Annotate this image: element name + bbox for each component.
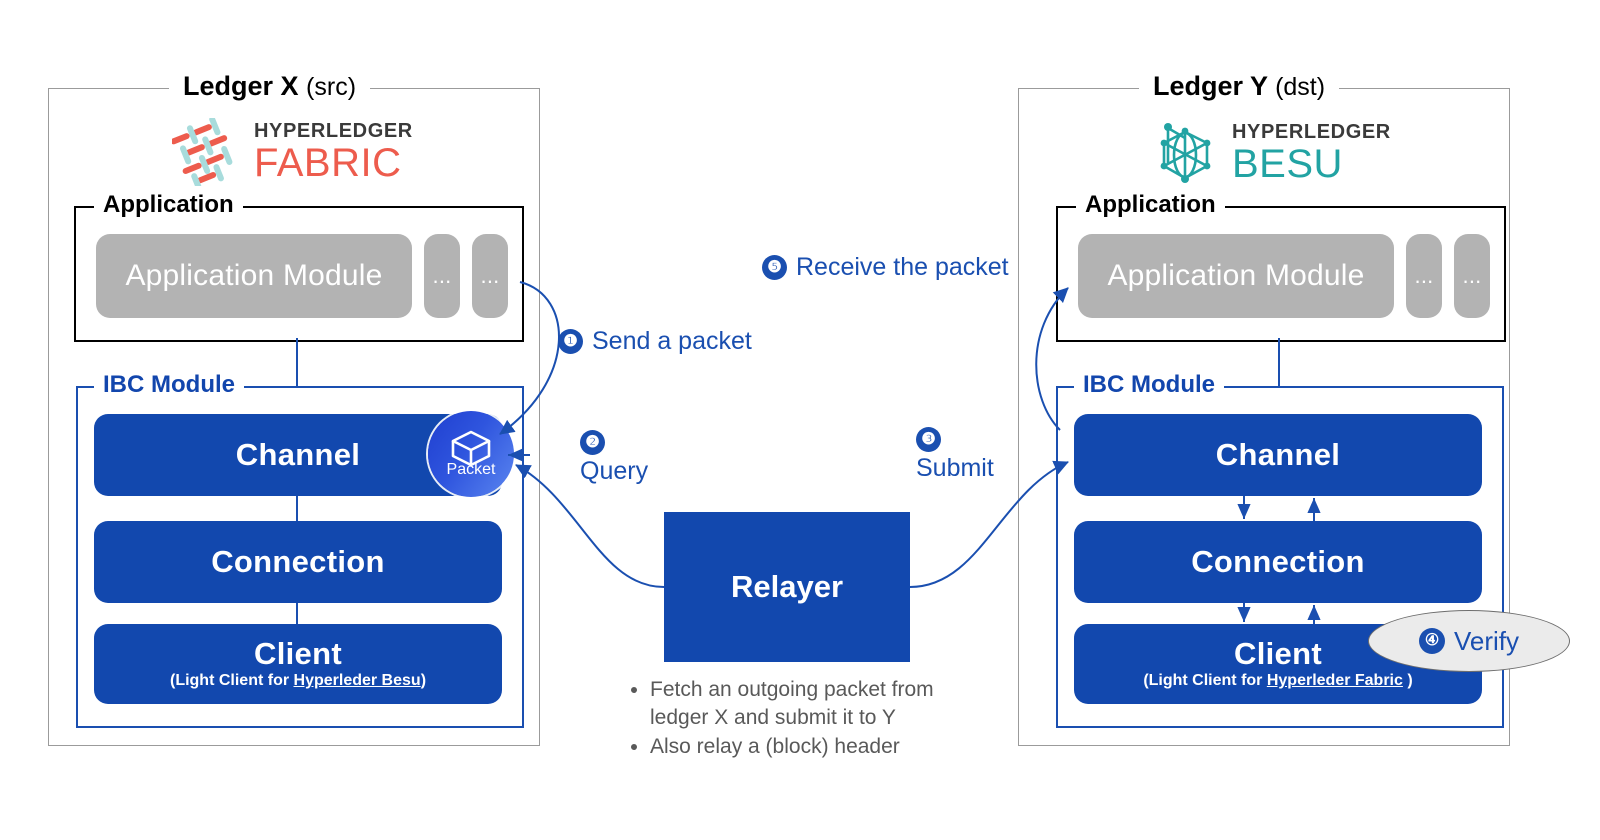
verify-step-badge: ④ — [1418, 628, 1445, 654]
ledger-y-channel-box[interactable]: Channel — [1074, 414, 1482, 496]
besu-cube-icon — [1160, 123, 1211, 183]
relayer-notes: Fetch an outgoing packet from ledger X a… — [624, 676, 964, 763]
step-2-query: ❷ Query — [580, 430, 648, 486]
step-1-badge: ❶ — [558, 329, 583, 354]
ledger-x-channel-label: Channel — [235, 436, 361, 472]
step-3-submit: ❸ Submit — [916, 427, 994, 483]
fabric-logo-top-text: HYPERLEDGER — [254, 119, 413, 142]
ledger-y-client-sublabel: (Light Client for Hyperleder Fabric ) — [1143, 672, 1413, 690]
ledger-x-client-label: Client — [254, 635, 342, 671]
step-1-send-a-packet: ❶ Send a packet — [558, 327, 752, 356]
step-2-label: Query — [580, 457, 649, 485]
ledger-x-client-link[interactable]: Hyperleder Besu — [293, 672, 421, 690]
hyperledger-besu-logo: HYPERLEDGER BESU — [1152, 118, 1391, 188]
step-3-badge: ❸ — [916, 427, 941, 452]
ledger-y-channel-label: Channel — [1215, 436, 1341, 472]
ledger-x-title-main: Ledger X — [183, 71, 299, 101]
ledger-x-title: Ledger X (src) — [169, 71, 371, 102]
ledger-y-client-label: Client — [1234, 635, 1322, 671]
ledger-x-application-module[interactable]: Application Module — [96, 234, 412, 318]
ledger-y-client-link[interactable]: Hyperleder Fabric — [1266, 672, 1403, 690]
ledger-x-connection-box[interactable]: Connection — [94, 521, 502, 603]
fabric-weave-icon — [172, 118, 233, 186]
ledger-x-application-module-extra-2[interactable]: ... — [472, 234, 508, 318]
ledger-x-connection-label: Connection — [211, 543, 385, 579]
step-5-receive-the-packet: ❺ Receive the packet — [762, 253, 1009, 282]
relayer-box[interactable]: Relayer — [664, 512, 910, 662]
verify-label: Verify — [1453, 625, 1520, 656]
packet-bubble[interactable]: Packet — [428, 411, 514, 497]
ledger-y-title-main: Ledger Y — [1153, 71, 1268, 101]
open-box-icon — [451, 430, 491, 467]
ledger-y-application-module-extra-2[interactable]: ... — [1454, 234, 1490, 318]
ledger-y-application-module[interactable]: Application Module — [1078, 234, 1394, 318]
ledger-y-frame: Ledger Y (dst) — [1018, 71, 1510, 746]
ledger-x-application-label: Application — [94, 191, 243, 219]
ledger-x-title-sub: (src) — [306, 73, 357, 101]
ledger-x-client-box[interactable]: Client (Light Client for Hyperleder Besu… — [94, 624, 502, 704]
besu-logo-top-text: HYPERLEDGER — [1232, 120, 1391, 143]
ledger-x-application-frame: Application Application Module ... ... — [74, 191, 524, 342]
ledger-y-ibc-label: IBC Module — [1074, 371, 1224, 399]
ledger-y-ibc-frame: IBC Module — [1056, 371, 1504, 728]
verify-callout: ④ Verify — [1368, 610, 1570, 672]
step-2-badge: ❷ — [580, 430, 605, 455]
relayer-note-2: Also relay a (block) header — [650, 733, 964, 761]
ledger-y-title: Ledger Y (dst) — [1139, 71, 1340, 102]
ledger-y-connection-box[interactable]: Connection — [1074, 521, 1482, 603]
ledger-x-client-sublabel: (Light Client for Hyperleder Besu) — [169, 672, 427, 690]
ledger-y-application-frame: Application Application Module ... ... — [1056, 191, 1506, 342]
step-5-label: Receive the packet — [796, 253, 1009, 281]
ledger-x-frame: Ledger X (src) — [48, 71, 540, 746]
step-1-label: Send a packet — [592, 327, 752, 355]
fabric-logo-main-text: FABRIC — [254, 140, 402, 185]
step-3-label: Submit — [916, 454, 994, 482]
ledger-x-application-module-extra-1[interactable]: ... — [424, 234, 460, 318]
besu-logo-main-text: BESU — [1232, 141, 1343, 186]
step-5-badge: ❺ — [762, 255, 787, 280]
ledger-y-title-sub: (dst) — [1275, 73, 1326, 101]
relayer-label: Relayer — [730, 569, 844, 604]
ledger-y-application-module-extra-1[interactable]: ... — [1406, 234, 1442, 318]
ledger-y-application-label: Application — [1076, 191, 1225, 219]
packet-label: Packet — [446, 461, 496, 478]
ledger-x-ibc-label: IBC Module — [94, 371, 244, 399]
ledger-y-connection-label: Connection — [1191, 543, 1365, 579]
hyperledger-fabric-logo: HYPERLEDGER FABRIC — [172, 118, 413, 186]
relayer-note-1: Fetch an outgoing packet from ledger X a… — [650, 676, 964, 731]
